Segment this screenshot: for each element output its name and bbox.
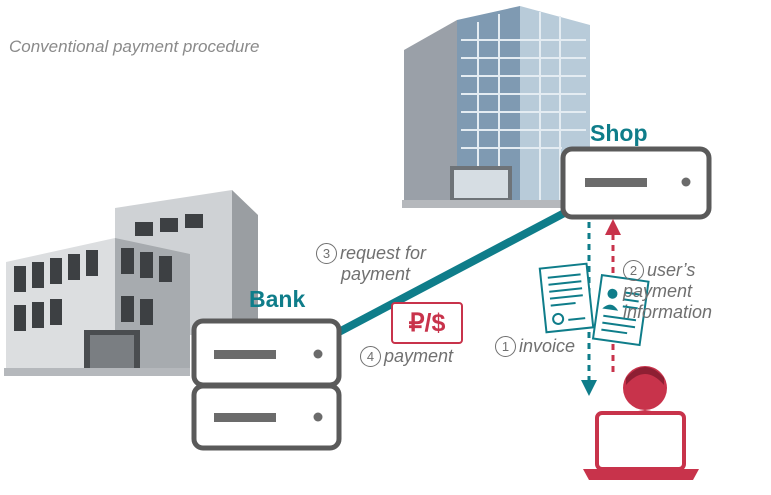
shop-bank-connection xyxy=(333,206,574,337)
user-at-laptop-icon xyxy=(583,366,699,480)
step-text: request for xyxy=(340,243,427,263)
step-number: 4 xyxy=(360,346,381,367)
shop-label: Shop xyxy=(590,120,648,146)
step-number: 1 xyxy=(495,336,516,357)
office-building-icon xyxy=(402,6,590,208)
step-number: 2 xyxy=(623,260,644,281)
currency-icon: ₽/$ xyxy=(391,302,463,344)
step-text: information xyxy=(623,302,713,322)
document-icon xyxy=(538,262,595,334)
diagram-title: Conventional payment procedure xyxy=(9,37,260,56)
bank-server-icon xyxy=(191,318,342,451)
step-text: payment xyxy=(623,281,693,301)
step-text: payment xyxy=(384,346,454,366)
bank-label: Bank xyxy=(249,286,306,312)
shop-server-icon xyxy=(560,146,712,220)
bank-building-icon xyxy=(4,190,258,376)
step-number: 3 xyxy=(316,243,337,264)
step-text: invoice xyxy=(519,336,576,356)
document-icon xyxy=(591,274,650,347)
step-text: user’s xyxy=(647,260,696,280)
step-text: payment xyxy=(341,264,411,284)
